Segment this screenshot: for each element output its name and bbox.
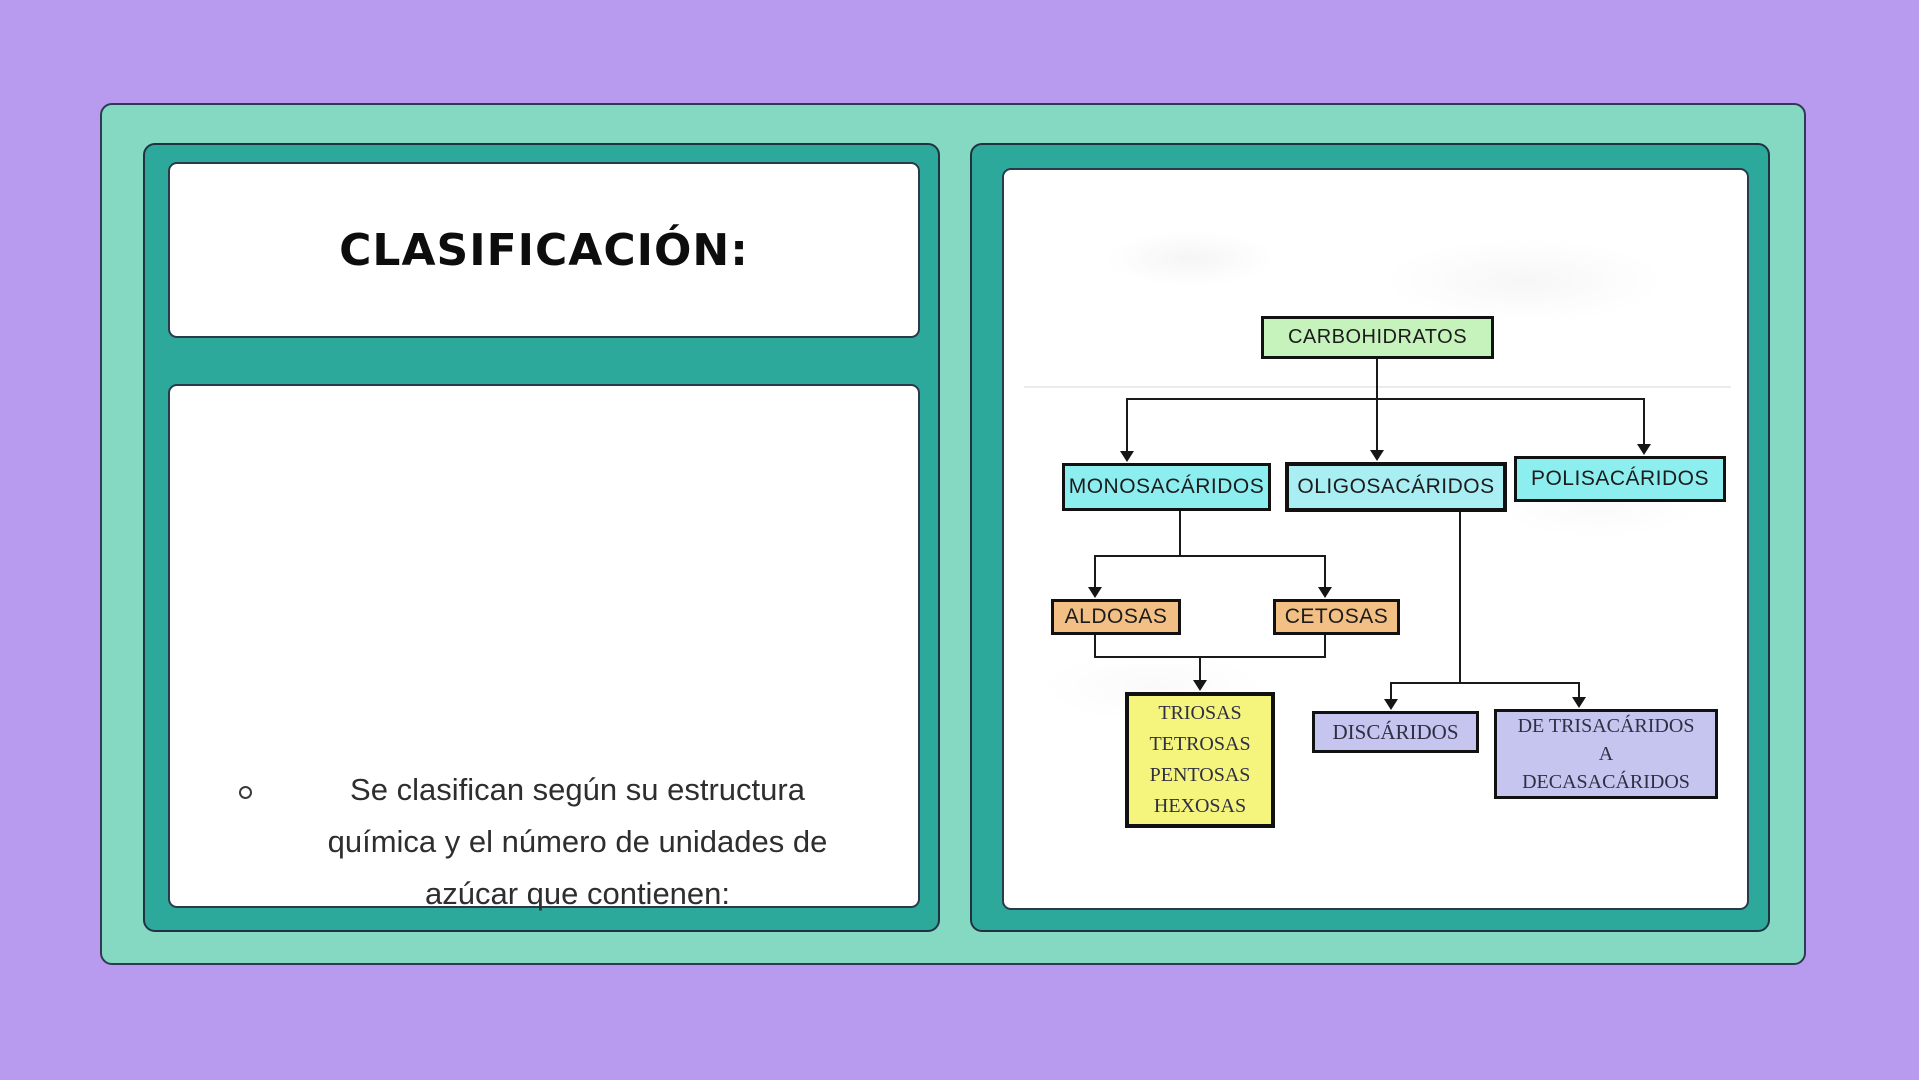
node-cetosas: CETOSAS bbox=[1273, 599, 1400, 635]
connector-line bbox=[1376, 398, 1378, 452]
node-label: CARBOHIDRATOS bbox=[1287, 326, 1468, 348]
slide-frame: CLASIFICACIÓN: Se clasifican según su es… bbox=[100, 103, 1806, 965]
bullet-text-block: Se clasifican según su estructura químic… bbox=[270, 764, 885, 920]
connector-line bbox=[1126, 398, 1645, 400]
node-oligosacaridos: OLIGOSACÁRIDOS bbox=[1285, 462, 1507, 512]
node-monosacarido-types: TRIOSAS TETROSAS PENTOSAS HEXOSAS bbox=[1125, 692, 1275, 828]
bullet-text-line: química y el número de unidades de bbox=[327, 824, 828, 859]
node-label-line: PENTOSAS bbox=[1149, 764, 1251, 786]
left-panel: CLASIFICACIÓN: Se clasifican según su es… bbox=[143, 143, 940, 932]
connector-line bbox=[1324, 635, 1326, 658]
connector-line bbox=[1390, 682, 1392, 700]
connector-line bbox=[1094, 555, 1096, 589]
node-trisacaridos-decasacaridos: DE TRISACÁRIDOS A DECASACÁRIDOS bbox=[1494, 709, 1718, 799]
node-label-line: A bbox=[1598, 743, 1614, 765]
connector-line bbox=[1179, 511, 1181, 555]
node-label: MONOSACÁRIDOS bbox=[1068, 475, 1265, 498]
connector-line bbox=[1324, 555, 1326, 589]
node-label: CETOSAS bbox=[1284, 605, 1389, 628]
node-label-line: HEXOSAS bbox=[1153, 795, 1247, 817]
diagram-card: CARBOHIDRATOS MONOSACÁRIDOS OLIGOSACÁRID… bbox=[1002, 168, 1749, 910]
arrowhead-down-icon bbox=[1370, 450, 1384, 461]
arrowhead-down-icon bbox=[1384, 699, 1398, 710]
node-carbohidratos: CARBOHIDRATOS bbox=[1261, 316, 1494, 359]
arrowhead-down-icon bbox=[1120, 451, 1134, 462]
node-label: POLISACÁRIDOS bbox=[1530, 467, 1710, 490]
connector-line bbox=[1578, 682, 1580, 698]
connector-line bbox=[1376, 359, 1378, 398]
node-label-line: DE TRISACÁRIDOS bbox=[1517, 715, 1695, 737]
connector-line bbox=[1094, 635, 1096, 658]
body-card: Se clasifican según su estructura químic… bbox=[168, 384, 920, 911]
connector-line bbox=[1126, 398, 1128, 452]
arrowhead-down-icon bbox=[1318, 587, 1332, 598]
node-label: OLIGOSACÁRIDOS bbox=[1297, 475, 1495, 498]
bullet-text-line: azúcar que contienen: bbox=[424, 876, 731, 911]
arrowhead-down-icon bbox=[1572, 697, 1586, 708]
node-monosacaridos: MONOSACÁRIDOS bbox=[1062, 463, 1271, 511]
node-aldosas: ALDOSAS bbox=[1051, 599, 1181, 635]
connector-line bbox=[1459, 511, 1461, 684]
node-discaridos: DISCÁRIDOS bbox=[1312, 711, 1479, 753]
connector-line bbox=[1643, 398, 1645, 445]
node-label: ALDOSAS bbox=[1064, 605, 1168, 628]
right-panel: CARBOHIDRATOS MONOSACÁRIDOS OLIGOSACÁRID… bbox=[970, 143, 1770, 932]
node-label-line: TETROSAS bbox=[1149, 733, 1251, 755]
node-label: DISCÁRIDOS bbox=[1332, 719, 1459, 744]
node-label-line: TRIOSAS bbox=[1158, 702, 1242, 724]
connector-line bbox=[1094, 656, 1326, 658]
arrowhead-down-icon bbox=[1088, 587, 1102, 598]
arrowhead-down-icon bbox=[1637, 444, 1651, 455]
connector-line bbox=[1390, 682, 1580, 684]
bullet-text-line: Se clasifican según su estructura bbox=[350, 772, 805, 807]
connector-line bbox=[1199, 656, 1201, 681]
arrowhead-down-icon bbox=[1193, 680, 1207, 691]
title-card: CLASIFICACIÓN: bbox=[168, 162, 920, 338]
node-label-line: DECASACÁRIDOS bbox=[1522, 771, 1690, 793]
connector-line bbox=[1094, 555, 1326, 557]
node-polisacaridos: POLISACÁRIDOS bbox=[1514, 456, 1726, 502]
slide-title: CLASIFICACIÓN: bbox=[339, 224, 749, 276]
bullet-circle-icon bbox=[239, 786, 252, 799]
